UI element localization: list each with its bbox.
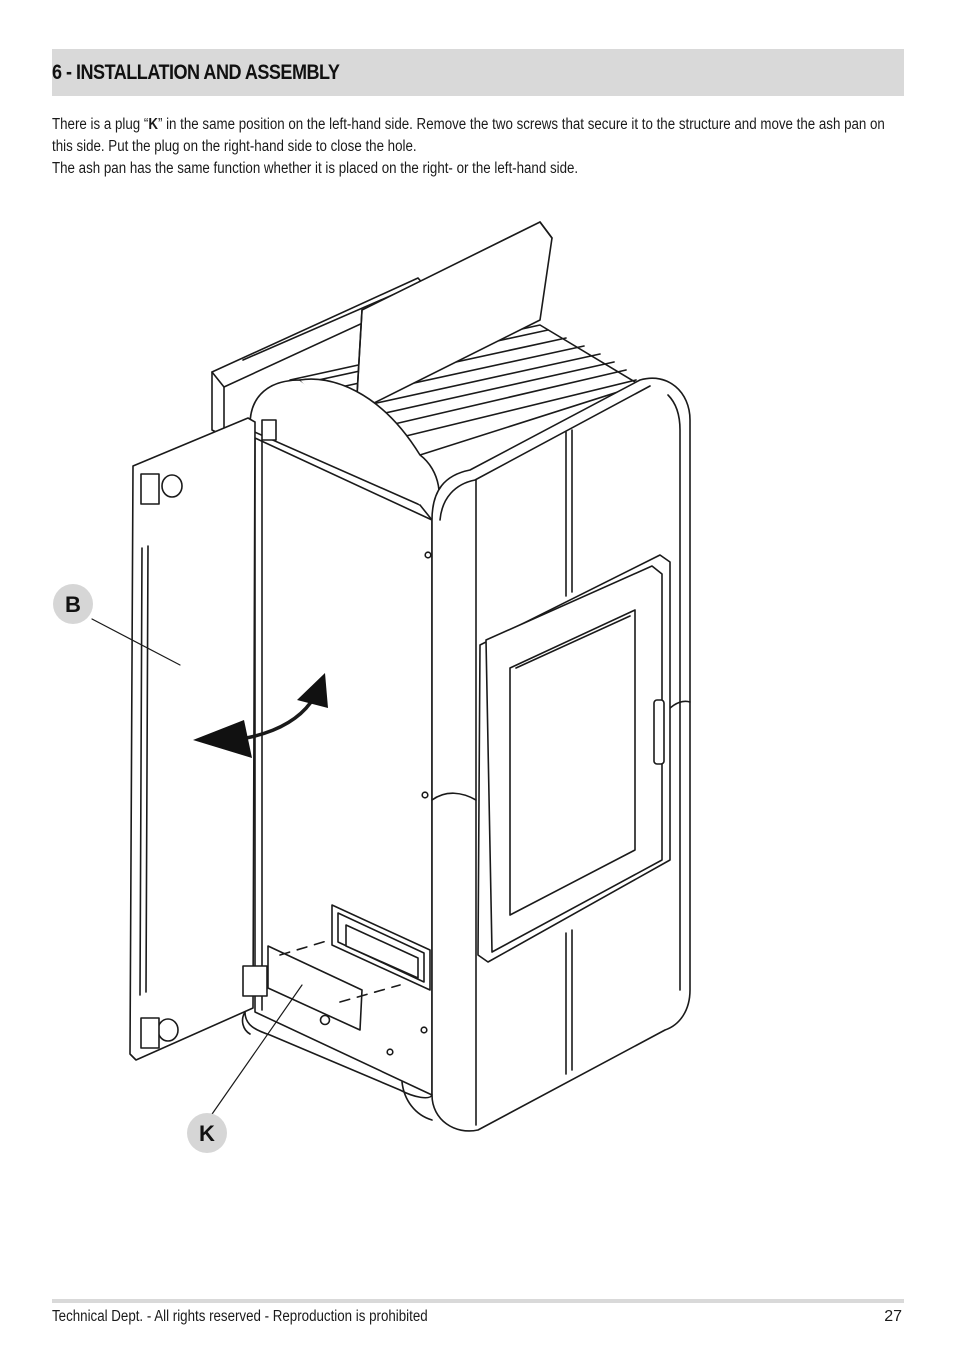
callout-k-label: K bbox=[199, 1121, 215, 1146]
section-header-bar: 6 - INSTALLATION AND ASSEMBLY bbox=[52, 49, 904, 96]
callout-b-leader bbox=[91, 618, 181, 666]
intro-line1-after: ” in the same position on the left-hand … bbox=[52, 116, 885, 155]
footer-copyright: Technical Dept. - All rights reserved - … bbox=[52, 1308, 428, 1325]
callout-k-leader bbox=[209, 984, 303, 1118]
front-door bbox=[477, 554, 671, 963]
callout-b-label: B bbox=[65, 592, 81, 617]
rotation-arrow-icon bbox=[193, 673, 328, 758]
intro-paragraph-1: There is a plug “K” in the same position… bbox=[52, 114, 903, 158]
rear-cover-panel-b bbox=[129, 417, 277, 1061]
callout-b: B bbox=[53, 584, 93, 624]
plug-k bbox=[267, 939, 401, 1031]
intro-key-k: K bbox=[148, 116, 158, 133]
stove-base bbox=[241, 1011, 433, 1121]
intro-paragraph-2: The ash pan has the same function whethe… bbox=[52, 160, 579, 177]
intro-text: There is a plug “K” in the same position… bbox=[52, 114, 903, 180]
callout-k: K bbox=[187, 1113, 227, 1153]
footer-divider bbox=[52, 1299, 904, 1303]
ash-pan-opening bbox=[331, 904, 431, 991]
page-number: 27 bbox=[884, 1308, 902, 1325]
intro-line1-before: There is a plug “ bbox=[52, 116, 149, 133]
section-title: 6 - INSTALLATION AND ASSEMBLY bbox=[52, 61, 340, 84]
stove-assembly-illustration: B K bbox=[53, 221, 691, 1153]
